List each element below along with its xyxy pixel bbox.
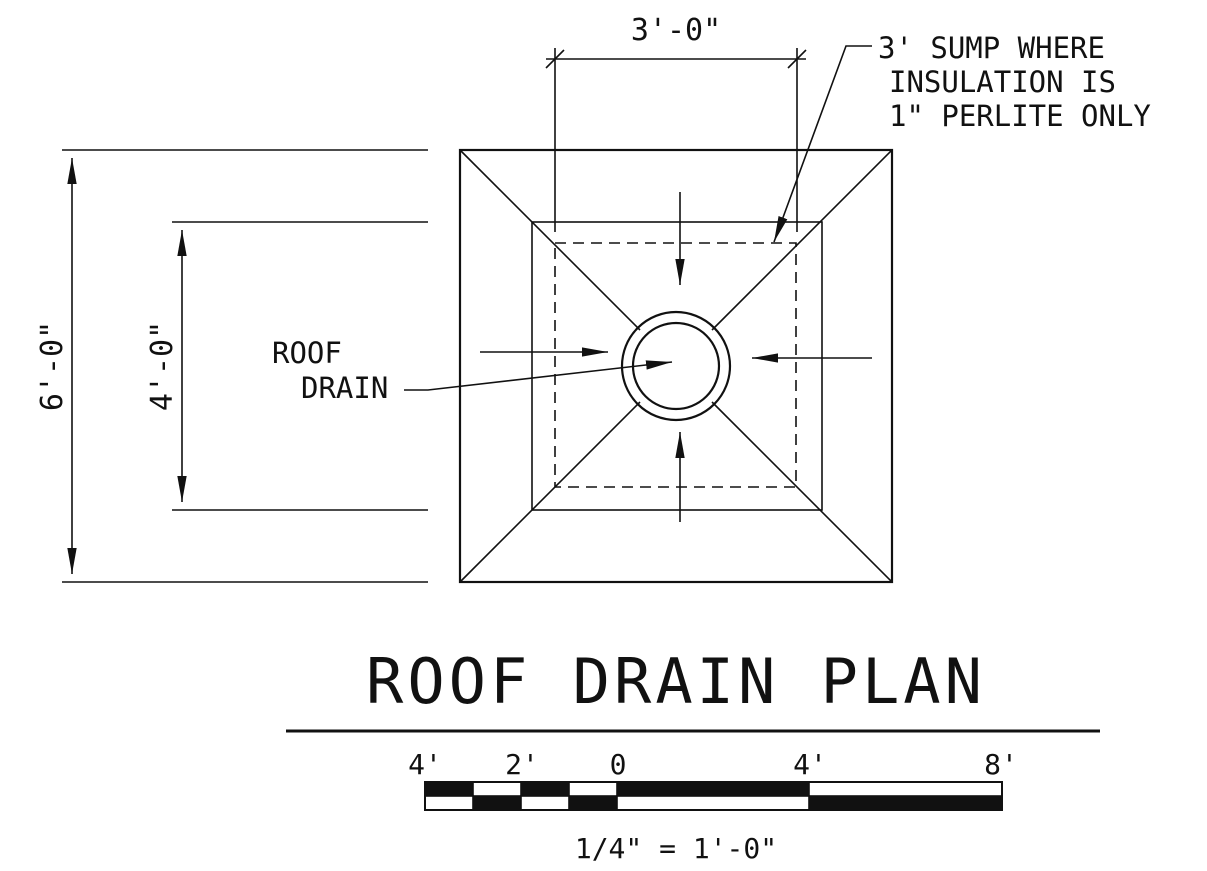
scale-label-4-right: 4' [793,748,827,781]
sump-note-callout: 3' SUMP WHERE INSULATION IS 1" PERLITE O… [773,31,1151,243]
scale-label-2: 2' [505,748,539,781]
scale-label-0: 0 [610,748,627,781]
scale-label-4-left: 4' [408,748,442,781]
dimension-top: 3'-0" [545,13,807,232]
inner-square [531,221,823,511]
sump-note-line3: 1" PERLITE ONLY [889,99,1151,133]
sump-plan [458,148,894,584]
outer-square [458,148,894,584]
drawing-title: ROOF DRAIN PLAN [366,645,986,718]
roof-drain-label-line1: ROOF [272,336,342,370]
dimension-left-inner: 4'-0" [145,221,428,511]
hip-line-ne [711,149,893,331]
dim-inner-label: 4'-0" [145,321,180,411]
sump-note-line1: 3' SUMP WHERE [878,31,1105,65]
sump-dashed-outline [554,242,797,488]
hip-line-nw [459,149,641,331]
drain-inner-ring [631,321,721,411]
scale-ratio: 1/4" = 1'-0" [575,832,777,865]
dim-top-label: 3'-0" [631,13,721,48]
hip-line-se [711,401,893,583]
roof-drain-label-line2: DRAIN [301,371,388,405]
graphic-scale: 4' 2' 0 4' 8' 1/4" = 1'-0" [408,748,1018,865]
hip-line-sw [459,401,641,583]
dimension-left-outer: 6'-0" [35,149,428,583]
scale-label-8: 8' [984,748,1018,781]
sump-note-line2: INSULATION IS [889,65,1116,99]
drain-outer-ring [620,310,732,422]
roof-drain-callout: ROOF DRAIN [272,336,673,405]
dim-outer-label: 6'-0" [35,321,70,411]
